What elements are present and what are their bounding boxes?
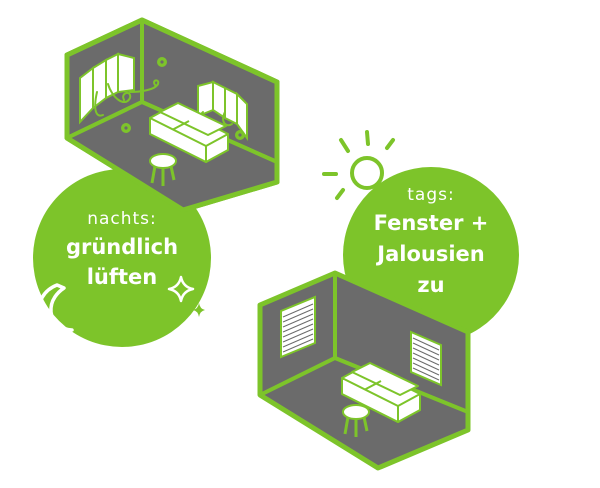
sparkle-icon <box>167 275 195 303</box>
table-icon <box>149 153 177 186</box>
day-line-2: Jalousien <box>377 242 485 266</box>
closed-blinds-left <box>280 295 316 359</box>
sun-icon <box>322 130 395 200</box>
table-icon <box>342 404 370 437</box>
closed-blinds-right <box>410 330 442 387</box>
night-room <box>64 17 280 213</box>
sofa-icon <box>149 102 229 163</box>
day-line-3: zu <box>417 273 445 297</box>
moon-icon <box>37 283 74 334</box>
night-line-1: gründlich <box>65 235 179 259</box>
day-caption: tags: <box>407 185 455 205</box>
open-window-right <box>197 80 248 142</box>
airflow-icon <box>94 79 160 117</box>
night-line-2: lüften <box>86 265 158 289</box>
small-sparkle-icon <box>193 303 205 317</box>
day-room <box>257 270 471 471</box>
day-line-1: Fenster + <box>373 211 489 235</box>
night-caption: nachts: <box>87 209 157 229</box>
sofa-icon <box>341 362 421 423</box>
night-circle <box>33 169 211 347</box>
